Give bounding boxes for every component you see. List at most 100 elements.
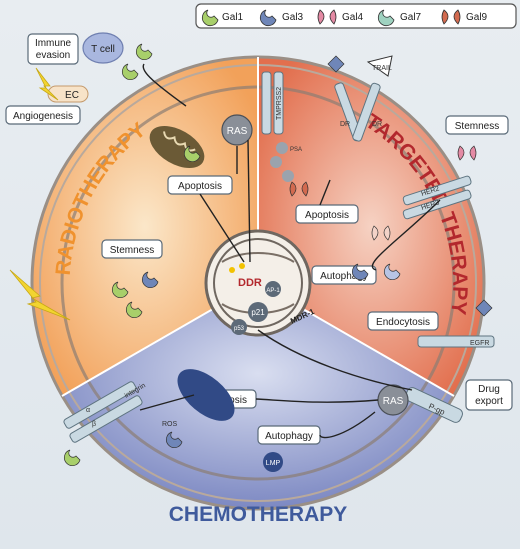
gal3-icon — [259, 9, 277, 27]
arrow-integrin-apoptosis — [139, 394, 195, 411]
ras-top-label: RAS — [227, 126, 248, 137]
psa-dot — [270, 156, 282, 168]
pgp-bar — [404, 387, 464, 423]
legend-label-gal9: Gal9 — [466, 12, 488, 23]
trail-ligand: TRAIL — [366, 55, 393, 77]
dr-bar-2 — [352, 82, 381, 142]
ras-top: RAS — [221, 114, 253, 146]
legend-label-gal3: Gal3 — [282, 12, 304, 23]
gal1-icon — [201, 9, 219, 27]
her3-bar — [402, 189, 472, 220]
drug-export-line2: export — [475, 396, 503, 407]
legend-label-gal7: Gal7 — [400, 12, 422, 23]
psa-chain: PSA — [270, 142, 302, 182]
p53-node — [231, 319, 247, 335]
autophagy-right-label: Autophagy — [320, 271, 368, 282]
integrin-beta-bar — [69, 395, 143, 443]
t-cell-label: T cell — [91, 44, 115, 55]
gal1-icon — [136, 43, 153, 60]
stemness-left-label: Stemness — [110, 245, 154, 256]
her2-bar — [402, 175, 472, 206]
ddr-label: DDR — [238, 277, 262, 289]
autophagy-bottom-label: Autophagy — [265, 431, 313, 442]
immune-evasion-box: Immune evasion — [27, 33, 79, 65]
egfr-label: EGFR — [470, 340, 489, 347]
apoptosis-left-box: Apoptosis — [167, 175, 233, 195]
gal9-icon — [289, 181, 309, 197]
arrow-ras-autophagy — [319, 411, 376, 439]
gal9-icon — [371, 225, 391, 241]
arrow-to-tcell — [142, 63, 187, 107]
legend: Gal1 Gal3 Gal4 Gal7 Gal9 — [195, 3, 517, 29]
ec-cell: EC — [47, 85, 89, 103]
mitochondrion-bottom-outer — [177, 369, 235, 421]
ras-bottom-label: RAS — [383, 396, 404, 407]
angiogenesis-label: Angiogenesis — [13, 111, 73, 122]
pathway-arrows — [139, 63, 441, 439]
gal4-icon — [317, 9, 337, 25]
legend-box — [195, 3, 517, 29]
radiotherapy-sector — [31, 56, 258, 397]
ras-top-circle — [221, 114, 253, 146]
ros-label: ROS — [162, 421, 178, 428]
ap1-node — [265, 281, 281, 297]
dr-label-1: DR — [340, 121, 350, 128]
trail-shape — [366, 55, 393, 77]
immune-evasion-frame — [27, 33, 79, 65]
arrow-ras-apoptosis-bottom — [255, 398, 379, 403]
t-cell-body — [82, 32, 124, 64]
angiogenesis-box: Angiogenesis — [5, 105, 81, 125]
ap1-label: AP-1 — [266, 288, 280, 294]
endocytosis-box: Endocytosis — [367, 311, 439, 331]
arrow-apoptosis-ddr — [199, 193, 245, 263]
t-cell: T cell — [82, 32, 124, 64]
drug-export-box: Drug export — [465, 379, 513, 411]
ec-cell-body — [47, 85, 89, 103]
ddr-spark — [239, 263, 245, 269]
integrin-alpha-label: α — [86, 407, 90, 414]
apoptosis-right-box: Apoptosis — [295, 204, 359, 224]
gal3-icon — [142, 271, 159, 288]
ddr-spark — [229, 267, 235, 273]
targeted-therapy-sector — [258, 56, 485, 397]
gal3-icon — [475, 299, 493, 317]
tmprss2-receptor: TMPRSS2 — [261, 71, 284, 135]
mitochondrion-bottom — [177, 369, 235, 421]
stemness-left-box: Stemness — [101, 239, 163, 259]
nucleus-inner — [213, 238, 303, 328]
ras-bottom: RAS — [377, 384, 409, 416]
gal3-icon — [327, 55, 345, 73]
trail-label: TRAIL — [372, 65, 392, 72]
apoptosis-right-frame — [295, 204, 359, 224]
stemness-right-box: Stemness — [445, 115, 509, 135]
egfr-receptor: EGFR — [417, 335, 495, 348]
dr-receptor: DR DR — [334, 82, 382, 142]
drug-export-frame — [465, 379, 513, 411]
integrin-receptor: integrin α β — [63, 381, 147, 443]
arrow-ras-ddr — [247, 139, 251, 263]
integrin-beta-label: β — [92, 421, 96, 428]
gal3-icon — [384, 263, 401, 280]
gal3-icon — [166, 431, 183, 448]
psa-label: PSA — [290, 147, 302, 153]
lightning-icon — [9, 269, 71, 321]
gal1-icon — [184, 145, 201, 162]
apoptosis-right-label: Apoptosis — [305, 210, 349, 221]
legend-label-gal1: Gal1 — [222, 12, 244, 23]
drug-export-line1: Drug — [478, 384, 500, 395]
legend-item-gal1: Gal1 — [201, 9, 244, 27]
galectin-glyphs — [64, 43, 493, 466]
gal1-icon — [112, 281, 129, 298]
gal4-icon — [457, 145, 477, 161]
arrow-mdr1-pgp — [257, 329, 413, 391]
legend-item-gal7: Gal7 — [377, 9, 422, 27]
stemness-right-label: Stemness — [455, 121, 499, 132]
tmprss2-bar-2 — [273, 71, 284, 135]
tmprss2-bar-1 — [261, 71, 272, 135]
p21-label: p21 — [251, 308, 265, 317]
apoptosis-left-label: Apoptosis — [178, 181, 222, 192]
endocytosis-frame — [367, 311, 439, 331]
psa-dot — [282, 170, 294, 182]
chemotherapy-title: CHEMOTHERAPY — [169, 503, 348, 526]
legend-label-gal4: Gal4 — [342, 12, 364, 23]
